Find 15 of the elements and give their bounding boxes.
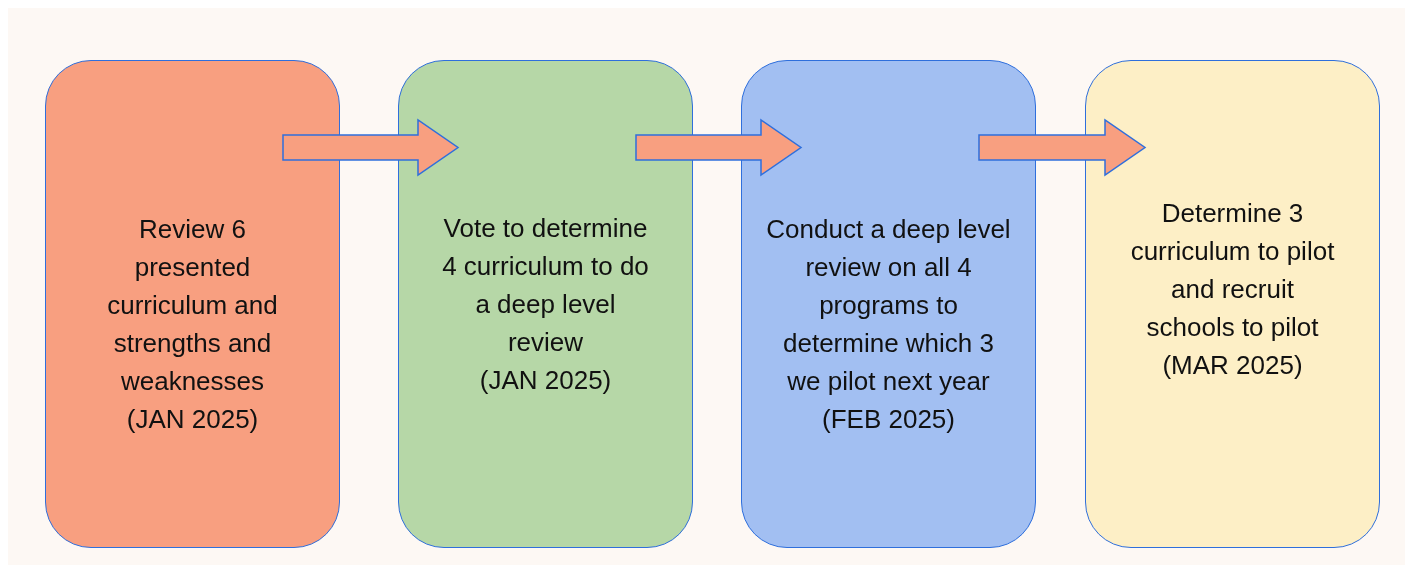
step-description: Review 6 presented curriculum and strengths and weaknesses xyxy=(106,213,279,398)
step-description: Vote to determine 4 curriculum to do a deep level review xyxy=(441,212,650,359)
rounded-step-box xyxy=(45,60,340,548)
step-date: (JAN 2025) xyxy=(125,403,260,436)
rounded-step-box xyxy=(398,60,693,548)
step-date: (FEB 2025) xyxy=(821,403,956,436)
rounded-step-box xyxy=(1085,60,1380,548)
block-arrow xyxy=(282,118,460,177)
block-arrow xyxy=(635,118,803,177)
rounded-step-box xyxy=(741,60,1036,548)
step-description: Conduct a deep level review on all 4 programs to determine which 3 we pilot next year xyxy=(765,213,1012,398)
block-arrow xyxy=(978,118,1147,177)
step-date: (MAR 2025) xyxy=(1161,349,1304,382)
step-description: Determine 3 curriculum to pilot and recruit schools to pilot xyxy=(1129,197,1336,344)
step-date: (JAN 2025) xyxy=(478,364,613,397)
